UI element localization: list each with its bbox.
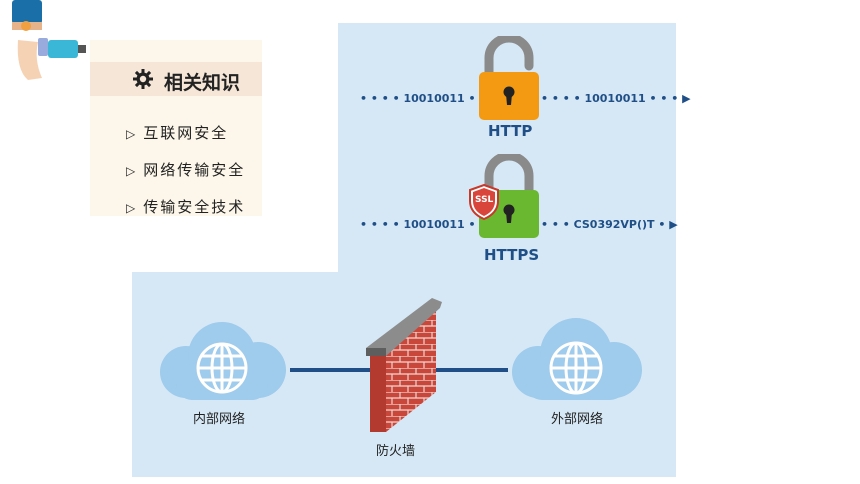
external-network-cloud-icon (508, 316, 644, 404)
triangle-right-icon: ▷ (126, 127, 138, 141)
dots: • • • • (541, 92, 585, 105)
https-label: HTTPS (484, 246, 540, 264)
firewall-icon (364, 296, 444, 436)
dots: • • • ▶ (645, 92, 691, 105)
knowledge-item-transmission-tech[interactable]: ▷传输安全技术 (126, 198, 246, 216)
connection-line-external (414, 368, 508, 372)
knowledge-item-transmission-security[interactable]: ▷网络传输安全 (126, 161, 246, 179)
knowledge-header (90, 62, 262, 96)
connection-line-internal (290, 368, 374, 372)
http-input-bits: • • • • 10010011 • • • ▶ (360, 92, 510, 105)
external-network-label: 外部网络 (551, 412, 604, 427)
gear-icon (132, 68, 154, 90)
triangle-right-icon: ▷ (126, 164, 138, 178)
dots: • • • • (360, 218, 404, 231)
usb-drive-icon (8, 0, 88, 82)
ssl-badge-label: SSL (475, 195, 494, 205)
dots: • ▶ (654, 218, 678, 231)
knowledge-title: 相关知识 (164, 72, 241, 94)
firewall-label: 防火墙 (376, 444, 416, 459)
dots: • • • (541, 218, 574, 231)
http-output-bits: • • • • 10010011 • • • ▶ (541, 92, 691, 105)
dots: • • • • (360, 92, 404, 105)
http-label: HTTP (488, 122, 533, 140)
triangle-right-icon: ▷ (126, 201, 138, 215)
knowledge-item-internet-security[interactable]: ▷互联网安全 (126, 124, 229, 142)
https-output-bits: • • • CS0392VP()T • ▶ (541, 218, 678, 231)
internal-network-cloud-icon (156, 320, 288, 404)
knowledge-card: 相关知识 ▷互联网安全 ▷网络传输安全 ▷传输安全技术 (90, 40, 262, 216)
internal-network-label: 内部网络 (193, 412, 246, 427)
ssl-shield-icon (468, 183, 500, 221)
http-lock-icon (476, 33, 542, 122)
